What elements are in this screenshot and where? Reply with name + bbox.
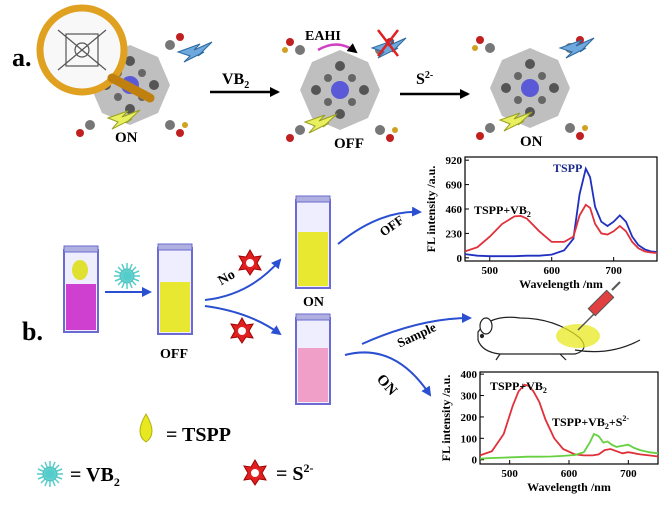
off-arrow-label: OFF [377, 212, 407, 239]
annotation-0: TSPP+VB2 [490, 379, 547, 395]
on-arrow-label: ON [373, 372, 400, 400]
mouse-icon [477, 316, 641, 361]
cuvette-with-s2 [295, 313, 331, 405]
x-axis-label: Wavelength /nm [519, 277, 603, 291]
legend-tspp: = TSPP [166, 424, 231, 446]
state-on-2: ON [520, 134, 543, 150]
y-tick-label: 230 [446, 228, 463, 240]
on-label: ON [303, 295, 324, 310]
injection-site-glow [556, 324, 600, 348]
s2-legend-icon [243, 459, 267, 486]
no-label: No [216, 267, 238, 289]
state-on-1: ON [115, 130, 138, 146]
y-tick-label: 100 [461, 433, 478, 445]
series-line-0 [464, 166, 658, 258]
y-tick-label: 300 [461, 391, 478, 403]
cuvette-no-s2 [295, 195, 331, 289]
with-s2-arrow [204, 305, 282, 336]
annotation-0: TSPP [553, 161, 582, 175]
y-tick-label: 200 [461, 412, 478, 424]
magnifier-handle [107, 73, 155, 103]
panel-b: b. OFF No ON [22, 195, 641, 489]
off-label: OFF [160, 347, 188, 362]
series-line-1 [464, 203, 658, 254]
state-off: OFF [334, 136, 364, 152]
x-axis-label: Wavelength /nm [527, 480, 611, 494]
series-line-1 [479, 432, 659, 460]
y-axis-label: FL intensity /a.u. [439, 375, 453, 462]
legend: = TSPP = VB2 = S2- [36, 413, 314, 489]
y-tick-label: 0 [472, 455, 478, 467]
eahi-label: EAHI [305, 29, 341, 44]
annotation-1: TSPP+VB2+S2- [552, 414, 629, 431]
no-s2-arrow [204, 258, 282, 301]
y-tick-label: 400 [461, 369, 478, 381]
y-tick-label: 920 [446, 155, 463, 167]
legend-vb2: = VB2 [70, 464, 120, 489]
y-axis-label: FL intensity /a.u. [424, 166, 438, 253]
vb2-legend-icon [36, 460, 64, 488]
x-tick-label: 500 [482, 265, 499, 277]
cuvette-off [157, 243, 193, 335]
y-tick-label: 0 [457, 253, 463, 265]
s2-arrow-label: S2- [416, 70, 433, 88]
legend-s2: = S2- [276, 461, 314, 485]
quench-cross-icon [377, 29, 399, 57]
on-curve-arrow [344, 351, 432, 397]
tspp-drop-icon [139, 413, 153, 443]
fluorescence-bolt-icon [177, 41, 213, 63]
x-tick-label: 500 [501, 468, 518, 480]
s2-flower-icon [238, 249, 262, 276]
x-tick-label: 600 [543, 265, 560, 277]
magnified-structure-icon [57, 29, 107, 71]
cuvette-tspp-1 [63, 245, 99, 333]
vb2-arrow-label: VB2 [222, 71, 249, 91]
x-tick-label: 600 [561, 468, 578, 480]
chart-0-frame [464, 156, 658, 262]
x-tick-label: 700 [605, 265, 622, 277]
off-curve-arrow [337, 206, 422, 245]
panel-a: a. ON VB2 EAHI OFF S2- [12, 4, 595, 152]
panel-a-label: a. [12, 43, 32, 72]
eahi-arrow [317, 43, 358, 54]
x-tick-label: 700 [620, 468, 637, 480]
syringe-icon [577, 281, 621, 331]
sample-curve-arrow [361, 313, 472, 345]
annotation-1: TSPP+VB2 [474, 203, 531, 219]
vb2-urchin-icon [113, 262, 141, 290]
s2-flower-icon-2 [230, 317, 254, 344]
y-tick-label: 460 [446, 204, 463, 216]
panel-b-label: b. [22, 317, 43, 346]
y-tick-label: 690 [446, 180, 463, 192]
